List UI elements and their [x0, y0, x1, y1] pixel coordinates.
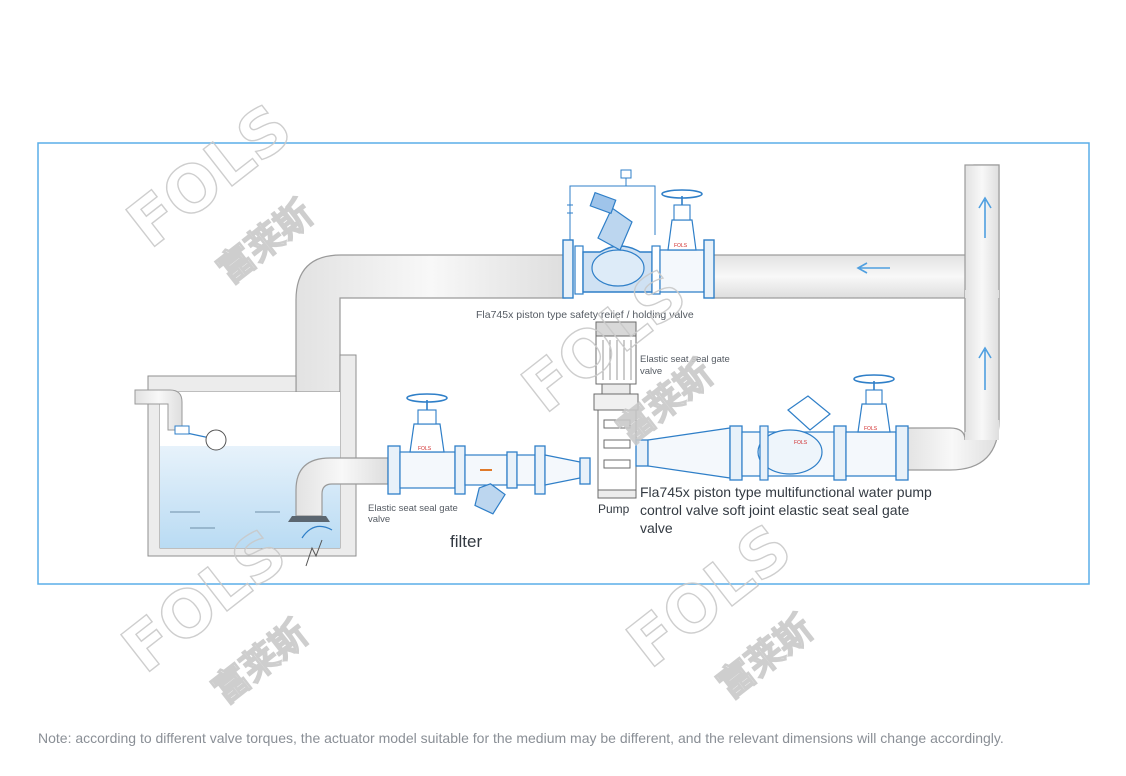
footnote: Note: according to different valve torqu… [38, 730, 1004, 746]
gate-valve-top-label-2: valve [640, 366, 662, 377]
arrow-left-icon [856, 262, 890, 274]
arrow-up-icon [978, 346, 992, 390]
filter-label: filter [450, 532, 482, 551]
gate-valve-left-label-2: valve [368, 514, 390, 525]
relief-valve-assembly: FOLS [562, 169, 715, 299]
relief-valve-label: Fla745x piston type safety relief / hold… [476, 309, 694, 321]
water-tank [134, 354, 389, 567]
svg-text:FOLS: FOLS [864, 426, 878, 432]
pump-label: Pump [598, 502, 630, 516]
pump [593, 321, 639, 499]
handwheel-icon [661, 189, 703, 199]
suction-line: FOLS [387, 393, 591, 515]
svg-text:FOLS: FOLS [418, 446, 432, 452]
valve-badge: FOLS [674, 243, 688, 249]
arrow-up-icon [978, 196, 992, 238]
discharge-line: FOLS FOLS [635, 374, 909, 481]
gate-valve-left-label-1: Elastic seat seal gate [368, 503, 458, 514]
float-ball-icon [205, 429, 227, 451]
handwheel-icon [406, 393, 448, 403]
pump-control-label-2: control valve soft joint elastic seat se… [640, 502, 909, 518]
pump-control-label-3: valve [640, 520, 673, 536]
diagram-frame [37, 142, 1090, 585]
pump-control-label-1: Fla745x piston type multifunctional wate… [640, 484, 932, 500]
svg-text:FOLS: FOLS [794, 440, 808, 446]
gate-valve-top-label-1: Elastic seat seal gate [640, 354, 730, 365]
return-pipe [295, 164, 1000, 471]
handwheel-icon [853, 374, 895, 384]
